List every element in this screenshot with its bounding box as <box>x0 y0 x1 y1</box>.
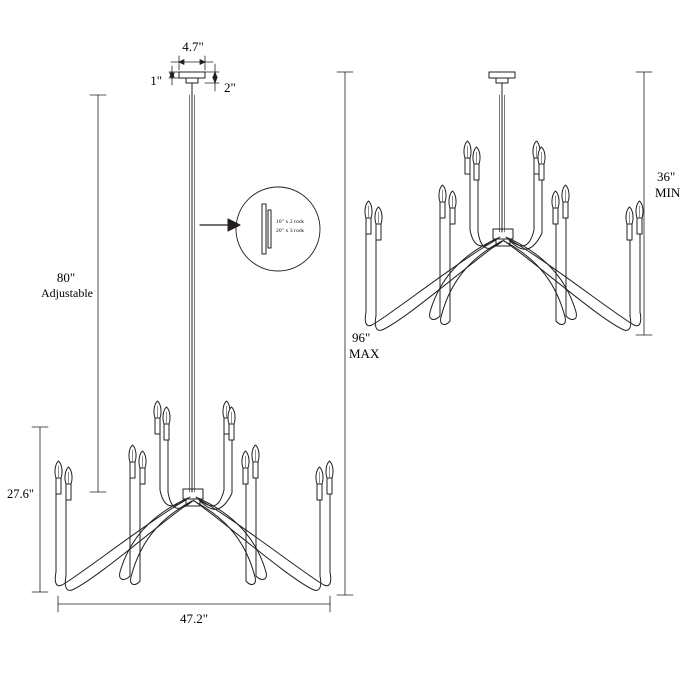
canopy-plate <box>178 71 206 79</box>
rod-callout <box>199 186 321 272</box>
center-hub-2-lower <box>495 238 511 247</box>
secondary-fixture <box>364 71 644 331</box>
label-body-height: 27.6" <box>7 487 34 501</box>
canopy-neck-2 <box>495 77 509 84</box>
label-min-word: MIN <box>655 185 681 200</box>
label-max-height: 96" <box>352 330 371 345</box>
label-adjustable-word: Adjustable <box>41 286 93 300</box>
label-canopy-height: 1" <box>150 73 162 88</box>
candle-lamps-2 <box>364 140 644 241</box>
arm-curves-2 <box>364 173 642 331</box>
callout-text-line1: 10" x 2 rods <box>276 219 305 225</box>
center-hub <box>182 488 204 500</box>
arm-curves <box>54 433 332 591</box>
label-canopy-drop: 2" <box>224 80 236 95</box>
label-adjustable-length: 80" <box>56 270 76 285</box>
label-max-word: MAX <box>349 346 380 361</box>
canopy-plate-2 <box>488 71 516 79</box>
candle-lamps <box>54 400 334 501</box>
main-fixture <box>54 71 334 591</box>
center-hub-lower <box>185 498 201 507</box>
callout-text-line2: 20" x 3 rods <box>276 228 305 234</box>
dimension-lines <box>31 55 653 613</box>
label-overall-width: 47.2" <box>179 611 209 626</box>
center-hub-2 <box>492 228 514 240</box>
canopy-neck <box>185 77 199 84</box>
label-canopy-width: 4.7" <box>182 39 204 54</box>
label-min-height: 36" <box>657 169 676 184</box>
